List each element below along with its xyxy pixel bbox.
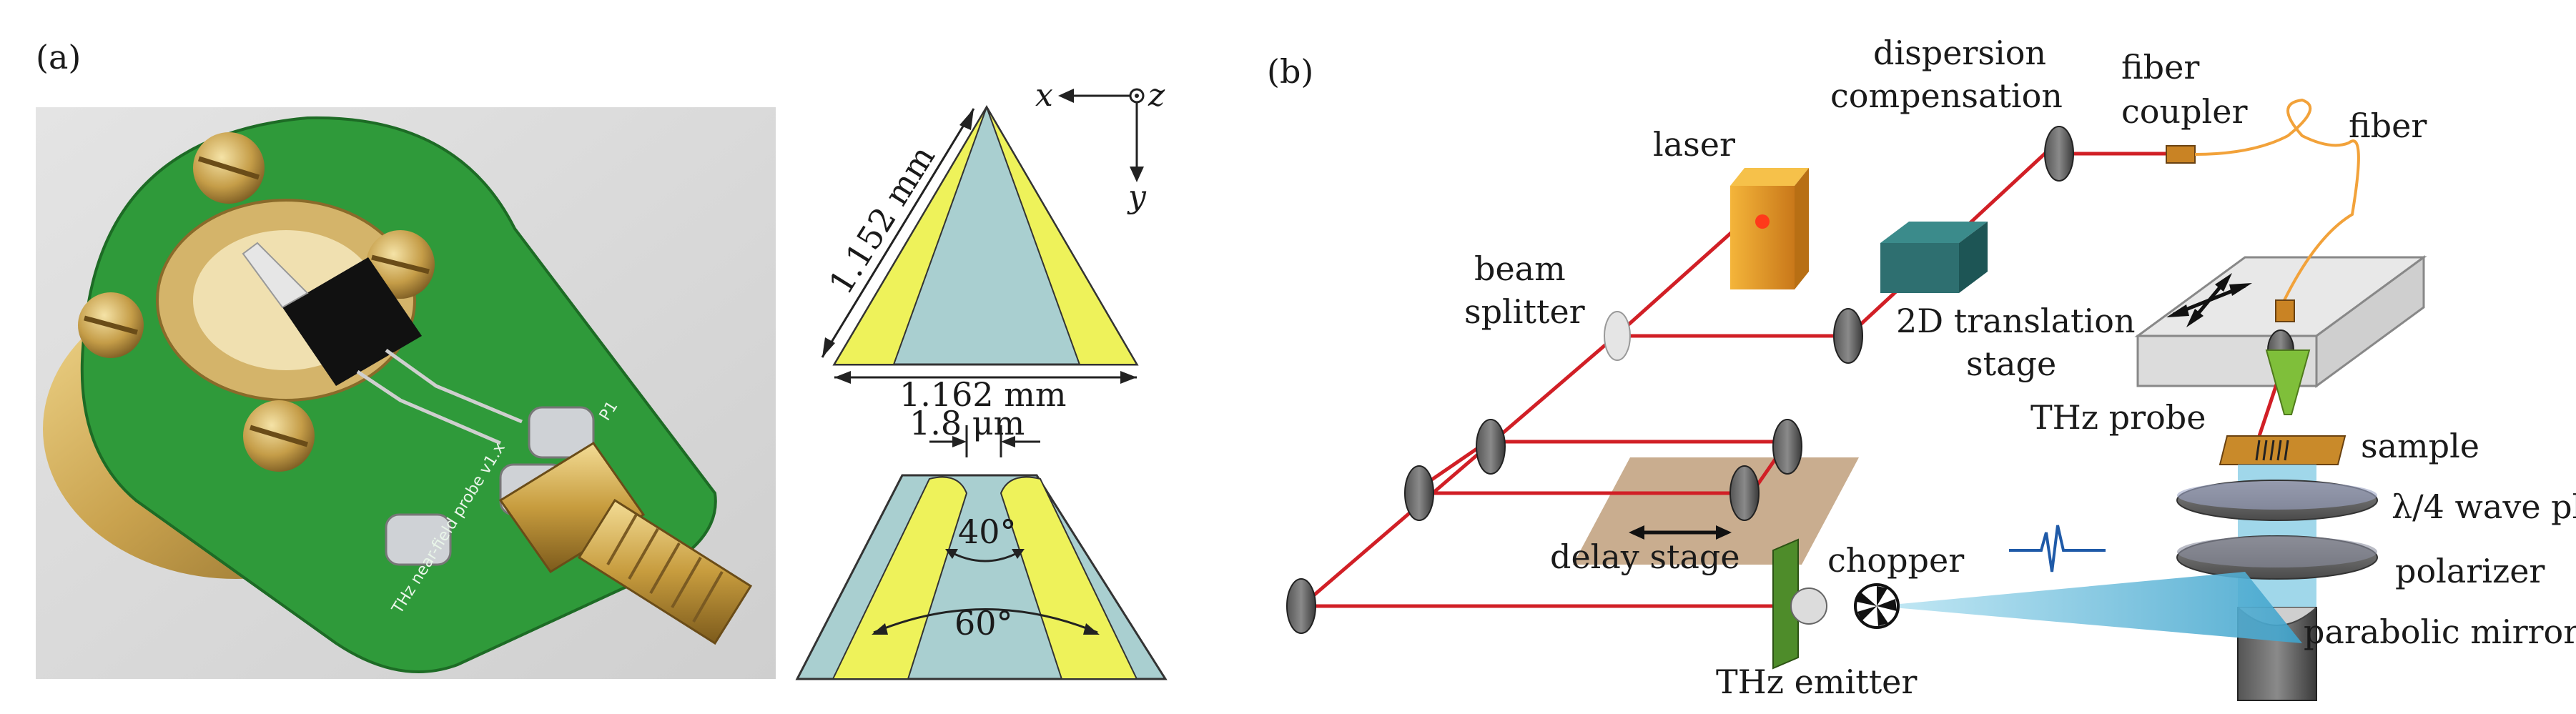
axis-indicator: x z y	[1035, 77, 1165, 215]
base-width-label: 1.162 mm	[899, 375, 1067, 414]
mirror-dispersion	[2044, 126, 2074, 182]
electrode-right	[986, 106, 1138, 365]
fiber-tip-coupler	[2275, 299, 2295, 322]
optical-fiber	[2194, 98, 2360, 301]
panel-a-label: (a)	[36, 38, 81, 76]
wave-plate-label: λ/4 wave plate	[2392, 487, 2576, 526]
sample-label: sample	[2361, 427, 2479, 465]
thz-emitter	[1772, 538, 1827, 670]
electrode-zoom-left	[831, 476, 968, 680]
mirror-mid-left	[1404, 465, 1434, 521]
mirror-delay-top	[1772, 419, 1802, 475]
chopper-wheel	[1854, 583, 1900, 629]
parabolic-mirror-label: parabolic mirror	[2304, 613, 2576, 651]
mirror-upper-left	[1476, 419, 1506, 475]
screw-heads	[78, 132, 435, 472]
tip-zoom-view: 1.8 μm 40° 60°	[795, 404, 1168, 680]
translation-stage-block	[1880, 222, 1988, 293]
probe-tip	[242, 242, 309, 309]
chopper-label: chopper	[1827, 541, 1964, 580]
translation-label-1: 2D translation	[1896, 302, 2136, 340]
thz-probe-cone	[2265, 349, 2311, 415]
fiber-assembly	[2166, 98, 2360, 322]
inner-angle-label: 40°	[958, 512, 1017, 551]
thz-pulse-waveform	[2009, 525, 2106, 572]
dispersion-label-2: compensation	[1830, 76, 2063, 115]
electrode-zoom-right	[1000, 476, 1138, 680]
thz-probe-label: THz probe	[2030, 398, 2206, 437]
axis-x-label: x	[1035, 77, 1053, 114]
translation-label-2: stage	[1966, 344, 2056, 383]
beam-splitter-label-1: beam	[1474, 249, 1566, 288]
dispersion-label-1: dispersion	[1873, 34, 2046, 72]
probe-photo: THz near-field probe v1.x P1	[36, 107, 776, 679]
delay-stage-label: delay stage	[1550, 537, 1740, 576]
fiber-coupler-label-2: coupler	[2121, 92, 2247, 131]
electrode-left	[833, 106, 987, 365]
laser-source	[1730, 168, 1809, 289]
mirror-stage	[1833, 308, 1863, 364]
gap-label: 1.8 μm	[909, 404, 1025, 442]
probe-chip	[282, 257, 422, 386]
beam-splitter-label-2: splitter	[1464, 292, 1585, 331]
fiber-label: fiber	[2349, 106, 2427, 145]
side-dimension-line	[821, 108, 975, 358]
fiber-coupler-label-1: fiber	[2121, 48, 2199, 86]
mirror-lower-left	[1286, 578, 1316, 634]
thz-emitter-label: THz emitter	[1716, 663, 1917, 701]
tip-top-view: 1.152 mm 1.162 mm	[821, 105, 1139, 414]
panel-b-label: (b)	[1267, 52, 1313, 91]
outer-angle-label: 60°	[954, 604, 1013, 643]
translation-stage-box	[2134, 255, 2427, 388]
fiber-coupler	[2166, 145, 2196, 164]
setup-labels: laser dispersion compensation fiber coup…	[1464, 34, 2576, 701]
beam-splitter-optic	[1604, 311, 1631, 361]
sma-connector	[498, 441, 753, 645]
polarizer-label: polarizer	[2395, 552, 2545, 590]
polarization-optics	[2176, 480, 2378, 580]
sample-plate	[2219, 435, 2346, 465]
mirror-delay-bottom	[1729, 465, 1760, 521]
thz-beam	[1877, 572, 2302, 643]
axis-y-label: y	[1127, 179, 1147, 215]
axis-z-label: z	[1148, 77, 1165, 114]
laser-label: laser	[1653, 125, 1735, 164]
